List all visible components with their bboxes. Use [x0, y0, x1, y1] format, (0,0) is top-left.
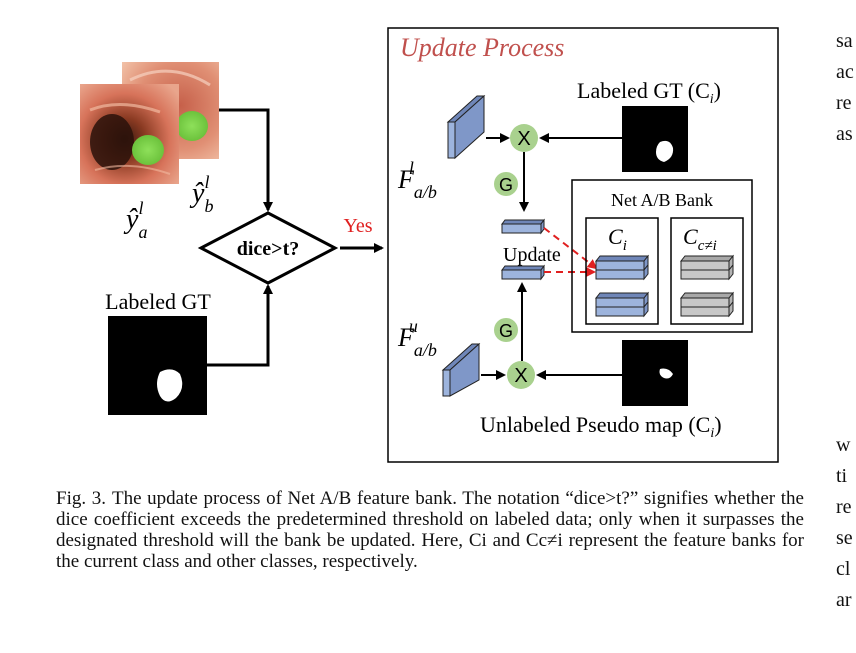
labeled-gt-mask-top	[622, 106, 688, 172]
y-hat-a-label: ŷal	[123, 198, 147, 242]
decision-diamond	[197, 211, 339, 285]
caption-label: Fig. 3.	[56, 488, 106, 509]
multiply-symbol-bottom: X	[514, 365, 527, 387]
endoscopy-image-a	[80, 84, 179, 184]
right-fragment-top-0: sa	[836, 30, 853, 52]
update-process-figure: ŷal ŷbl dice>t? Yes Labeled GT Update Pr…	[80, 27, 779, 463]
update-process-title: Update Process	[400, 33, 564, 62]
update-slab-bottom	[501, 264, 545, 281]
right-fragment-top-2: re	[836, 92, 852, 114]
figure-caption: Fig. 3.The update process of Net A/B fea…	[56, 488, 804, 572]
bank-other-class-box	[670, 217, 744, 325]
caption-text: The update process of Net A/B feature ba…	[56, 488, 804, 572]
labeled-gt-mask-left	[108, 316, 207, 415]
labeled-gt-ci-label: Labeled GT (Ci)	[577, 78, 721, 107]
right-fragment-bottom-4: cl	[836, 558, 851, 580]
g-node-top	[494, 172, 518, 196]
feature-map-labeled-icon	[446, 94, 486, 160]
bank-ci-slabs	[594, 254, 650, 318]
unlabeled-pseudo-label: Unlabeled Pseudo map (Ci)	[480, 412, 722, 441]
g-symbol-bottom: G	[499, 321, 513, 341]
right-fragment-bottom-0: w	[836, 434, 851, 456]
g-node-bottom	[494, 318, 518, 342]
multiply-symbol-top: X	[517, 128, 530, 150]
bank-c-other-slabs	[679, 254, 735, 318]
right-fragment-bottom-5: ar	[836, 589, 852, 611]
f-unlabeled-label: Fa/bu	[397, 316, 437, 360]
right-fragment-bottom-2: re	[836, 496, 852, 518]
right-column-top-fragments: sa ac re as	[836, 26, 856, 150]
bank-title: Net A/B Bank	[611, 190, 713, 210]
multiply-node-bottom	[507, 361, 535, 389]
images-to-decision-arrow	[219, 108, 273, 212]
multiply-node-top	[510, 124, 538, 152]
right-fragment-bottom-1: ti	[836, 465, 848, 487]
update-dashed-arrow-1	[543, 227, 598, 270]
gt-to-decision-arrow	[207, 284, 273, 367]
y-hat-b-label: ŷbl	[189, 172, 213, 216]
unlabeled-pseudo-mask	[622, 340, 688, 406]
bank-c-other-label: Cc≠i	[683, 224, 717, 254]
right-fragment-top-3: as	[836, 123, 853, 145]
update-process-box	[387, 27, 779, 463]
update-slab-top	[501, 218, 545, 235]
feature-map-unlabeled-icon	[441, 342, 481, 397]
decision-label: dice>t?	[237, 238, 300, 260]
right-fragment-bottom-3: se	[836, 527, 853, 549]
g-symbol-top: G	[499, 175, 513, 195]
right-column-bottom-fragments: w ti re se cl ar	[836, 430, 856, 616]
labeled-gt-left-label: Labeled GT	[105, 289, 211, 314]
right-fragment-top-1: ac	[836, 61, 854, 83]
bank-box	[571, 179, 753, 333]
f-labeled-label: Fa/bl	[397, 158, 437, 202]
bank-current-class-box	[585, 217, 659, 325]
bank-ci-label: Ci	[608, 224, 627, 254]
update-label: Update	[503, 244, 561, 266]
yes-label: Yes	[343, 215, 372, 237]
